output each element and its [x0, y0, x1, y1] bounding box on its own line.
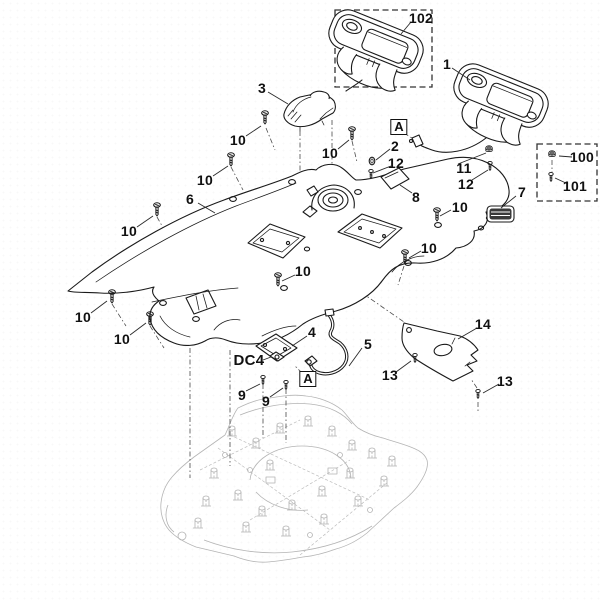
grommet-part-11	[485, 145, 493, 153]
dc4-connector	[269, 351, 285, 362]
detail-marker-a-bottom[interactable]: A	[299, 371, 317, 387]
guard-part-14	[401, 322, 479, 382]
detail-marker-a-top[interactable]: A	[390, 119, 408, 135]
callout-part-102[interactable]: 102	[408, 10, 434, 26]
callout-part-8[interactable]: 8	[411, 189, 421, 205]
callout-part-10[interactable]: 10	[420, 240, 438, 256]
callout-part-7[interactable]: 7	[517, 184, 527, 200]
callout-part-100[interactable]: 100	[569, 149, 595, 165]
callout-part-10[interactable]: 10	[120, 223, 138, 239]
screws-part-9	[260, 374, 289, 390]
connector-label-dc4: DC4	[233, 352, 265, 369]
callout-part-10[interactable]: 10	[451, 199, 469, 215]
callout-part-9[interactable]: 9	[261, 393, 271, 409]
label-part-7	[486, 205, 515, 223]
callout-part-10[interactable]: 10	[196, 172, 214, 188]
cover-part-3	[283, 90, 336, 132]
housing-part-6	[67, 156, 510, 346]
callout-part-12[interactable]: 12	[387, 155, 405, 171]
callout-part-10[interactable]: 10	[229, 132, 247, 148]
detail-box-100-101	[536, 143, 598, 202]
plate-part-8	[380, 167, 410, 190]
callout-part-3[interactable]: 3	[257, 80, 267, 96]
callout-part-10[interactable]: 10	[294, 263, 312, 279]
callout-part-12[interactable]: 12	[457, 176, 475, 192]
callout-part-14[interactable]: 14	[474, 316, 492, 332]
callout-part-10[interactable]: 10	[113, 331, 131, 347]
callout-part-11[interactable]: 11	[456, 160, 472, 176]
board-part-4	[255, 333, 298, 362]
leader-lines	[90, 21, 573, 398]
chassis-ghost	[160, 394, 428, 563]
callout-part-10[interactable]: 10	[321, 145, 339, 161]
callout-part-6[interactable]: 6	[185, 191, 195, 207]
console-unit-102	[314, 4, 429, 102]
callout-part-13[interactable]: 13	[496, 373, 514, 389]
callout-part-5[interactable]: 5	[363, 336, 373, 352]
console-cable	[416, 137, 487, 153]
ring-part-2	[368, 156, 376, 166]
grommet-part-100	[548, 150, 556, 158]
screw-part-101	[548, 171, 554, 182]
console-unit-1	[408, 58, 554, 156]
callout-part-4[interactable]: 4	[307, 324, 317, 340]
callout-part-9[interactable]: 9	[237, 387, 247, 403]
callout-part-13[interactable]: 13	[381, 367, 399, 383]
callout-part-10[interactable]: 10	[74, 309, 92, 325]
callout-part-101[interactable]: 101	[562, 178, 588, 194]
callout-part-1[interactable]: 1	[442, 56, 452, 72]
callout-part-2[interactable]: 2	[390, 138, 400, 154]
